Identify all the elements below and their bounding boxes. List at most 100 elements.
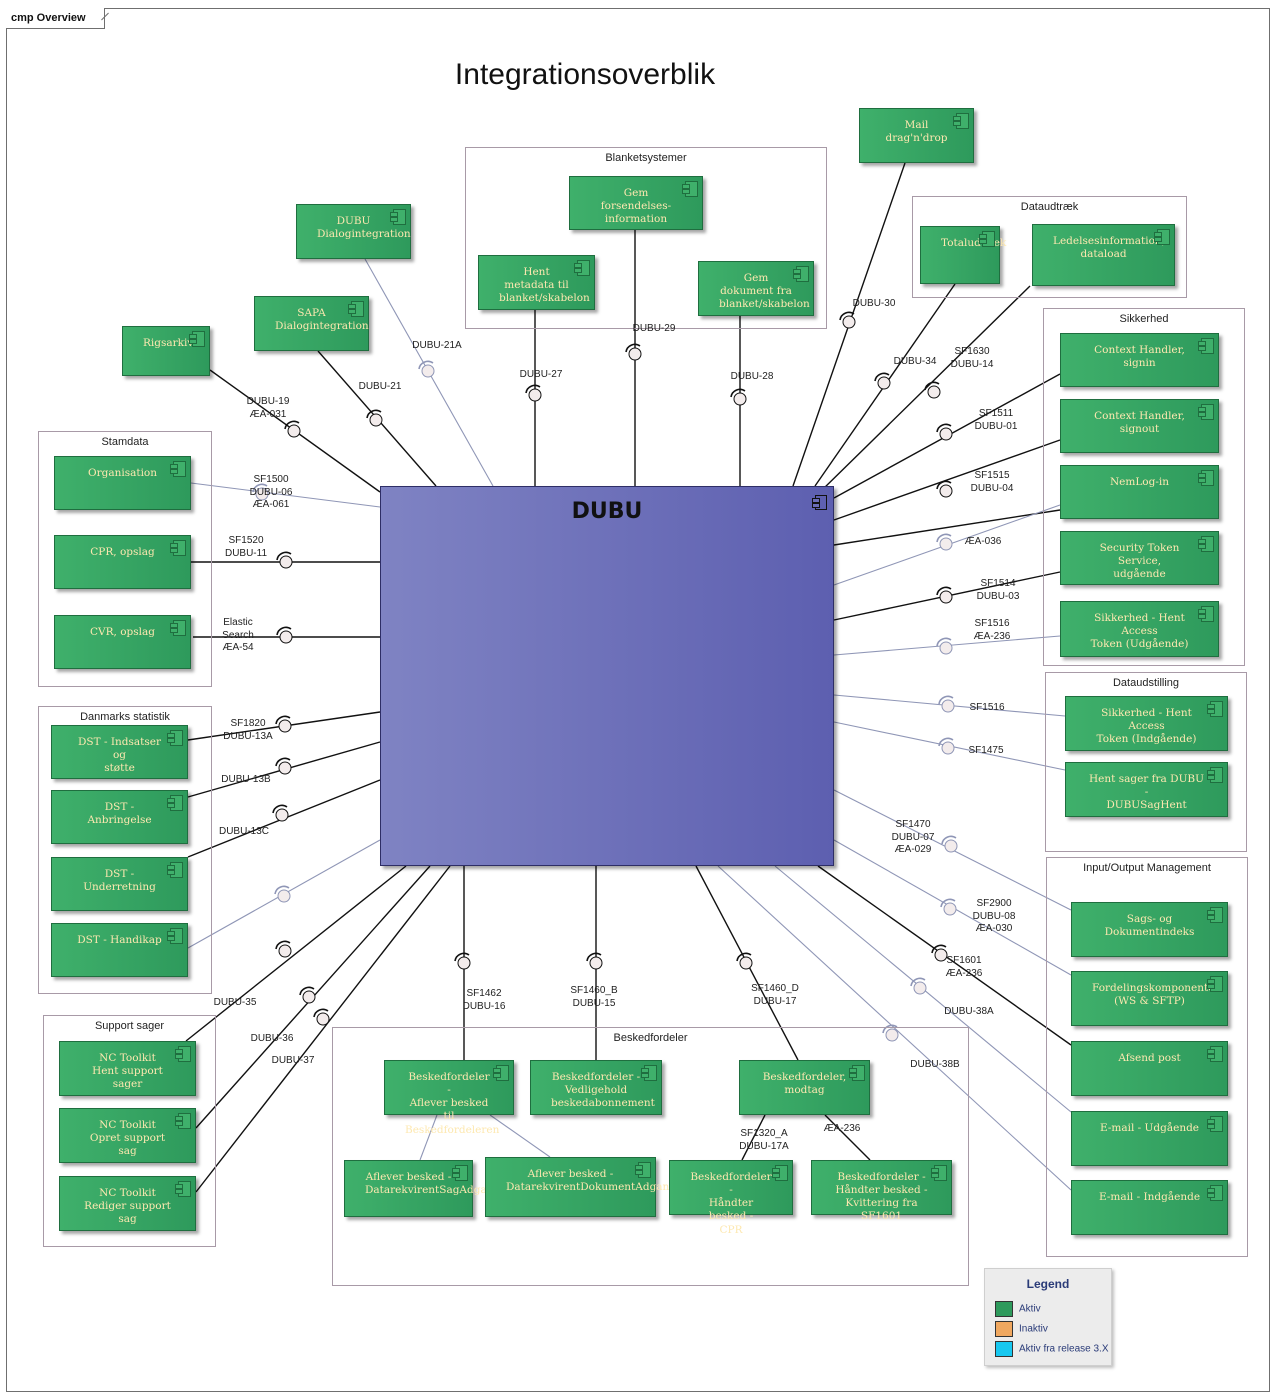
component-icon <box>641 1065 657 1081</box>
interface-label: SF1820 DUBU-13A <box>223 718 273 742</box>
interface-label: SF1470 DUBU-07 ÆA-029 <box>891 819 935 855</box>
component-dst-indsats[interactable]: DST - Indsatser og støtte <box>51 725 188 779</box>
interface-socket-icon <box>276 626 293 644</box>
group-sikkerhed: Sikkerhed <box>1043 308 1245 666</box>
interface-socket-icon <box>454 952 471 970</box>
interface-socket-icon <box>418 360 435 378</box>
component-gem-fors[interactable]: Gem forsendelses- information <box>569 176 703 230</box>
component-label: Hent metadata til blanket/skabelon <box>499 266 590 305</box>
component-bf-cpr[interactable]: Beskedfordeler - Håndter besked - CPR <box>669 1160 793 1236</box>
group-iom: Input/Output Management <box>1046 857 1248 1257</box>
component-hent-sager[interactable]: Hent sager fra DUBU - DUBUSagHent <box>1065 762 1228 817</box>
component-dst-under[interactable]: DST - Underretning <box>51 857 188 911</box>
component-icon <box>390 209 406 225</box>
interface-socket-icon <box>366 409 383 427</box>
interface-socket-icon <box>274 885 291 903</box>
interface-label: DUBU-38A <box>944 1006 994 1017</box>
component-sts[interactable]: Security Token Service, udgående <box>1060 531 1219 585</box>
interface-socket-icon <box>940 898 957 916</box>
interface-label: ÆA-236 <box>823 1123 861 1134</box>
component-nemlog[interactable]: NemLog-in <box>1060 465 1219 519</box>
component-rigsarkivet[interactable]: Rigsarkivet <box>122 326 210 376</box>
interface-label: SF1520 DUBU-11 <box>224 535 268 559</box>
component-icon <box>635 1162 651 1178</box>
component-icon <box>175 1046 191 1062</box>
group-besked: Beskedfordeler <box>332 1027 969 1286</box>
interface-label: DUBU-21 <box>358 381 402 392</box>
component-bf-modtag[interactable]: Beskedfordeler, modtag <box>739 1060 870 1115</box>
component-cvr[interactable]: CVR, opslag <box>54 615 191 669</box>
interface-socket-icon <box>525 384 542 402</box>
component-icon <box>493 1065 509 1081</box>
component-sags-dok[interactable]: Sags- og Dokumentindeks <box>1071 902 1228 957</box>
component-email-ind[interactable]: E-mail - Indgående <box>1071 1180 1228 1235</box>
component-ledelses[interactable]: Ledelsesinformation, dataload <box>1032 224 1175 286</box>
component-dubu-dialog[interactable]: DUBU Dialogintegration <box>296 204 411 259</box>
component-icon <box>175 1181 191 1197</box>
interface-label: SF1514 DUBU-03 <box>976 578 1020 602</box>
component-sik-hent-ind[interactable]: Sikkerhed - Hent Access Token (Indgående… <box>1065 696 1228 751</box>
component-label: Aflever besked - DatarekvirentSagAdgang <box>365 1171 501 1197</box>
component-icon <box>682 181 698 197</box>
component-hent-meta[interactable]: Hent metadata til blanket/skabelon <box>478 255 595 310</box>
dubu-central-component[interactable]: DUBU <box>380 486 834 866</box>
interface-socket-icon <box>275 940 292 958</box>
component-nc-rediger[interactable]: NC Toolkit Rediger support sag <box>59 1176 196 1231</box>
component-icon <box>793 266 809 282</box>
connector-line <box>190 482 381 508</box>
component-bf-vedl[interactable]: Beskedfordeler - Vedligehold beskedabonn… <box>530 1060 662 1115</box>
interface-socket-icon <box>941 835 958 853</box>
component-label: NemLog-in <box>1109 476 1170 488</box>
interface-socket-icon <box>910 977 927 995</box>
component-label: SAPA Dialogintegration <box>275 307 369 333</box>
component-organisation[interactable]: Organisation <box>54 456 191 510</box>
component-afl-dok[interactable]: Aflever besked - DatarekvirentDokumentAd… <box>485 1157 676 1217</box>
component-email-ud[interactable]: E-mail - Udgående <box>1071 1111 1228 1166</box>
interface-label: DUBU-35 <box>213 997 257 1008</box>
component-nc-hent[interactable]: NC Toolkit Hent support sager <box>59 1041 196 1096</box>
legend: Legend Aktiv Inaktiv Aktiv fra release 3… <box>984 1268 1112 1366</box>
component-nc-opret[interactable]: NC Toolkit Opret support sag <box>59 1108 196 1163</box>
component-totaludtraek[interactable]: Totaludtræk <box>920 226 1006 284</box>
component-gem-dok[interactable]: Gem dokument fra blanket/skabelon <box>698 261 814 316</box>
component-ctx-signin[interactable]: Context Handler, signin <box>1060 333 1219 387</box>
component-cpr[interactable]: CPR, opslag <box>54 535 191 589</box>
component-ctx-signout[interactable]: Context Handler, signout <box>1060 399 1219 453</box>
group-label: Danmarks statistik <box>80 711 170 723</box>
component-label: Gem forsendelses- information <box>600 187 672 226</box>
component-icon <box>1198 606 1214 622</box>
component-afsend[interactable]: Afsend post <box>1071 1041 1228 1096</box>
component-label: E-mail - Indgående <box>1098 1191 1201 1203</box>
component-label: Ledelsesinformation, dataload <box>1053 235 1166 261</box>
interface-label: SF1320_A DUBU-17A <box>739 1128 789 1152</box>
component-label: DST - Anbringelse <box>87 801 152 827</box>
component-icon <box>1207 1046 1223 1062</box>
connector-line <box>195 865 451 1193</box>
group-label: Input/Output Management <box>1083 862 1211 874</box>
component-sik-hent-ud[interactable]: Sikkerhed - Hent Access Token (Udgående) <box>1060 601 1219 657</box>
component-bf-kvit[interactable]: Beskedfordeler - Håndter besked - Kvitte… <box>811 1160 952 1222</box>
interface-label: SF1630 DUBU-14 <box>950 346 994 370</box>
component-icon <box>1198 338 1214 354</box>
component-fordeling[interactable]: Fordelingskomponenten (WS & SFTP) <box>1071 971 1228 1026</box>
interface-label: DUBU-27 <box>519 369 563 380</box>
component-label: Context Handler, signin <box>1094 344 1185 370</box>
component-bf-aflever[interactable]: Beskedfordeler - Aflever besked til Besk… <box>384 1060 514 1136</box>
interface-label: SF1515 DUBU-04 <box>970 470 1014 494</box>
component-label: DST - Underretning <box>83 868 156 894</box>
component-dst-handi[interactable]: DST - Handikap <box>51 923 188 977</box>
interface-label: SF1511 DUBU-01 <box>974 408 1018 432</box>
component-icon <box>170 540 186 556</box>
interface-socket-icon <box>936 480 953 498</box>
component-label: Gem dokument fra blanket/skabelon <box>719 272 810 311</box>
connector-line <box>833 509 1061 546</box>
component-icon <box>1154 229 1170 245</box>
component-afl-sag[interactable]: Aflever besked - DatarekvirentSagAdgang <box>344 1160 501 1217</box>
interface-label: SF1475 <box>968 745 1004 756</box>
component-dst-anbr[interactable]: DST - Anbringelse <box>51 790 188 844</box>
component-mail[interactable]: Mail drag'n'drop <box>859 108 974 163</box>
component-label: NC Toolkit Rediger support sag <box>84 1187 171 1226</box>
component-sapa[interactable]: SAPA Dialogintegration <box>254 296 369 351</box>
